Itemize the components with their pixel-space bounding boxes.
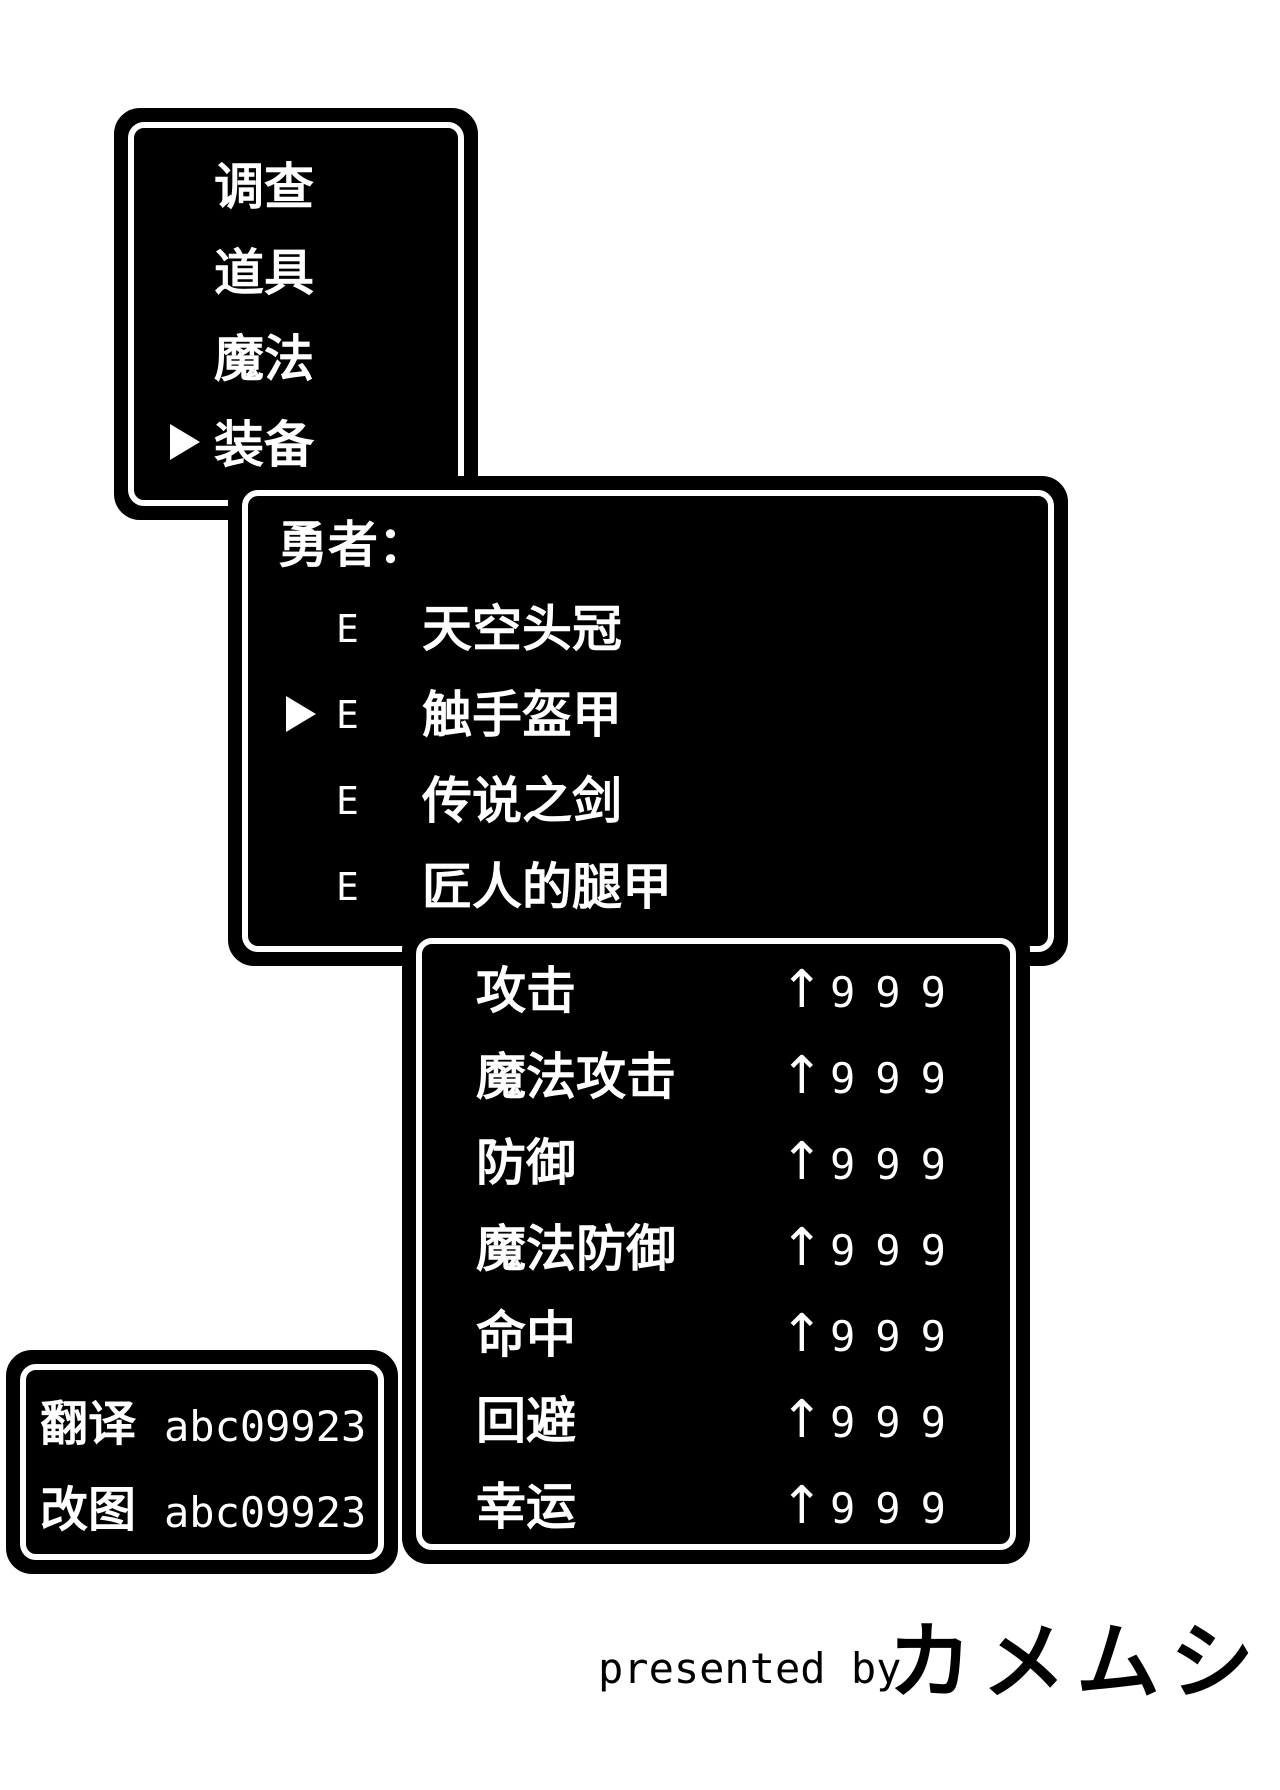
stat-value-magic-attack: 999 <box>830 1054 966 1103</box>
stats-window <box>402 924 1030 1564</box>
equip-cursor-icon <box>286 696 316 732</box>
stat-name-magic-defense: 魔法防御 <box>476 1220 676 1278</box>
menu-item-equip[interactable]: 装备 <box>214 416 314 474</box>
stat-value-attack: 999 <box>830 968 966 1017</box>
stat-up-arrow-icon: ↑ <box>780 1046 824 1106</box>
stat-up-arrow-icon: ↑ <box>780 1476 824 1536</box>
equipment-frame <box>242 490 1054 952</box>
stat-name-accuracy: 命中 <box>476 1306 576 1364</box>
credit-label-editor: 改图 <box>40 1482 137 1538</box>
credits-frame <box>20 1364 384 1560</box>
stat-name-defense: 防御 <box>476 1134 576 1192</box>
stat-value-magic-defense: 999 <box>830 1226 966 1275</box>
stat-value-luck: 999 <box>830 1484 966 1533</box>
stat-up-arrow-icon: ↑ <box>780 960 824 1020</box>
credit-label-translator: 翻译 <box>40 1396 137 1452</box>
command-cursor-icon <box>170 424 200 460</box>
credit-value-translator: abc09923 <box>164 1402 367 1451</box>
stat-up-arrow-icon: ↑ <box>780 1132 824 1192</box>
menu-item-items[interactable]: 道具 <box>214 244 314 302</box>
equip-marker: E <box>336 865 359 909</box>
author-name: カメムシ <box>888 1613 1265 1711</box>
equip-item-greaves[interactable]: 匠人的腿甲 <box>422 858 672 916</box>
equip-item-helmet[interactable]: 天空头冠 <box>422 600 622 658</box>
equip-marker: E <box>336 779 359 823</box>
menu-item-investigate[interactable]: 调查 <box>214 158 314 216</box>
stat-value-defense: 999 <box>830 1140 966 1189</box>
equip-marker: E <box>336 693 359 737</box>
stat-name-magic-attack: 魔法攻击 <box>476 1048 676 1106</box>
menu-item-magic[interactable]: 魔法 <box>214 330 314 388</box>
stat-name-attack: 攻击 <box>476 962 576 1020</box>
stat-up-arrow-icon: ↑ <box>780 1304 824 1364</box>
stat-name-evasion: 回避 <box>476 1392 576 1450</box>
stats-frame <box>416 938 1016 1550</box>
equip-item-sword[interactable]: 传说之剑 <box>422 772 622 830</box>
equip-item-armor[interactable]: 触手盔甲 <box>422 686 622 744</box>
stat-value-accuracy: 999 <box>830 1312 966 1361</box>
presented-by-text: presented by <box>598 1644 902 1693</box>
stat-up-arrow-icon: ↑ <box>780 1218 824 1278</box>
stat-up-arrow-icon: ↑ <box>780 1390 824 1450</box>
character-name: 勇者： <box>278 516 428 574</box>
stat-name-luck: 幸运 <box>476 1478 576 1536</box>
credit-value-editor: abc09923 <box>164 1488 367 1537</box>
credits-window <box>6 1350 398 1574</box>
stat-value-evasion: 999 <box>830 1398 966 1447</box>
equip-marker: E <box>336 607 359 651</box>
